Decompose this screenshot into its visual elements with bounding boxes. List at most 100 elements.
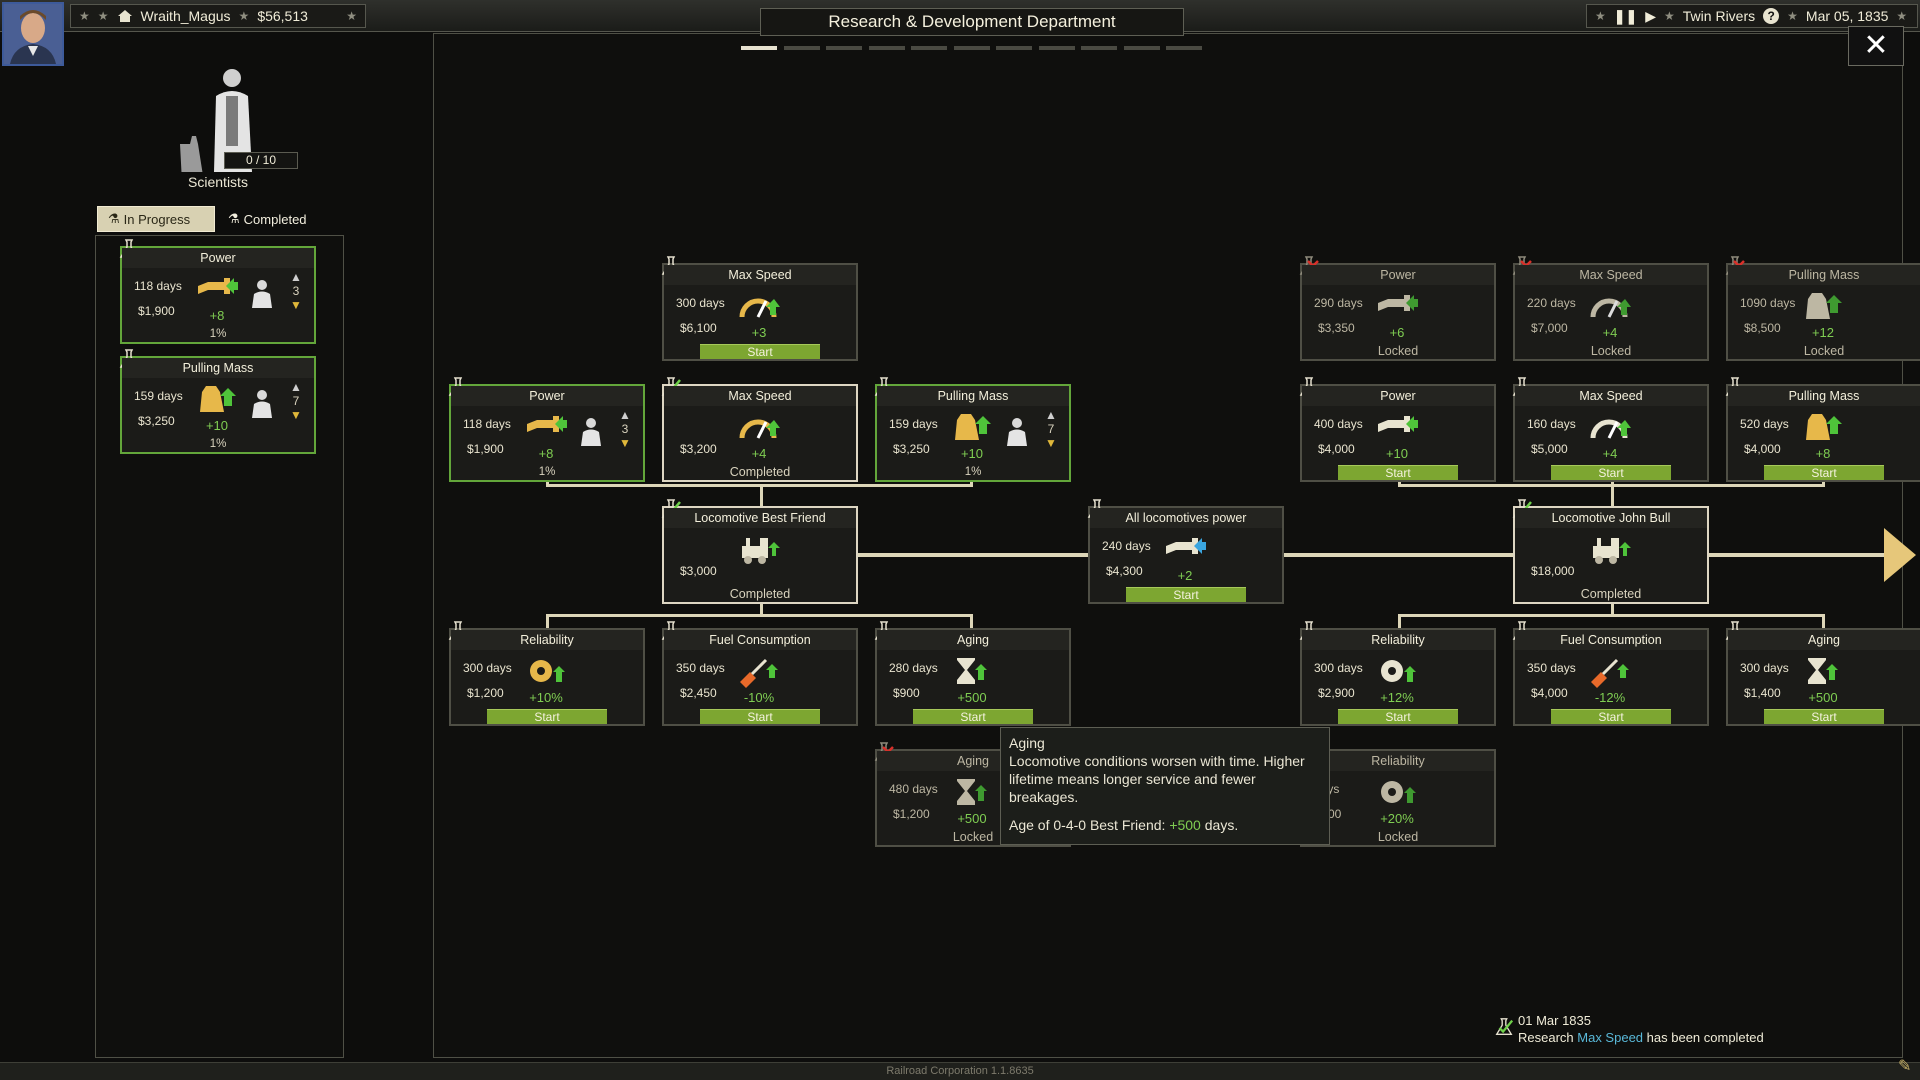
priority-control[interactable]: ▲7▼ (286, 380, 306, 422)
arrow-down-icon[interactable]: ▼ (619, 436, 631, 450)
arrow-down-icon[interactable]: ▼ (1045, 436, 1057, 450)
queue-card-power[interactable]: Power 118 days $1,900 +8 ▲3▼ 1% (119, 239, 316, 344)
start-button[interactable]: Start (1126, 587, 1246, 602)
page-indicator[interactable] (1039, 46, 1075, 50)
card-status: Locked (1377, 830, 1419, 844)
start-button[interactable]: Start (1338, 465, 1458, 480)
research-card-max-speed-locked[interactable]: Max Speed 220 days $7,000 +4 Locked (1512, 256, 1709, 361)
priority-value: 7 (292, 394, 300, 408)
card-value: +8 (538, 446, 554, 461)
research-card-all-locomotives-power[interactable]: All locomotives power 240 days $4,300 +2… (1087, 499, 1284, 604)
notification-link[interactable]: Max Speed (1577, 1030, 1644, 1045)
start-button[interactable]: Start (1551, 709, 1671, 724)
card-title: Max Speed (1515, 265, 1707, 285)
research-card-power[interactable]: Power 400 days $4,000 +10 Start (1299, 377, 1496, 482)
card-title: Reliability (1302, 630, 1494, 650)
research-card-max-speed[interactable]: Max Speed 160 days $5,000 +4 Start (1512, 377, 1709, 482)
player-avatar[interactable] (2, 2, 64, 66)
start-button[interactable]: Start (487, 709, 607, 724)
notes-icon[interactable]: ✎ (1898, 1058, 1912, 1075)
card-progress: 1% (538, 466, 556, 478)
page-indicator[interactable] (826, 46, 862, 50)
card-cost: $3,350 (1318, 321, 1355, 335)
page-indicator-active[interactable] (741, 46, 777, 50)
page-indicator[interactable] (954, 46, 990, 50)
research-card-pulling-mass[interactable]: Pulling Mass 520 days $4,000 +8 Start (1725, 377, 1920, 482)
research-card-aging[interactable]: Aging 300 days $1,400 +500 Start (1725, 621, 1920, 726)
play-icon[interactable]: ▶ (1645, 7, 1657, 24)
research-card-pulling-mass-locked[interactable]: Pulling Mass 1090 days $8,500 +12 Locked (1725, 256, 1920, 361)
power-icon (1378, 295, 1418, 311)
card-title: Locomotive Best Friend (664, 508, 856, 528)
start-button[interactable]: Start (1551, 465, 1671, 480)
page-indicator[interactable] (1166, 46, 1202, 50)
tab-in-progress[interactable]: ⚗ In Progress (97, 206, 215, 232)
research-card-fuel-consumption[interactable]: Fuel Consumption 350 days $4,000 -12% St… (1512, 621, 1709, 726)
page-indicator[interactable] (784, 46, 820, 50)
tree-connector (546, 478, 549, 487)
help-icon[interactable]: ? (1763, 8, 1780, 24)
start-button[interactable]: Start (700, 709, 820, 724)
card-status: Locked (1590, 344, 1632, 358)
card-days: 1090 days (1740, 296, 1796, 310)
card-cost: $4,300 (1106, 564, 1143, 578)
tooltip-description: Locomotive conditions worsen with time. … (1009, 753, 1305, 805)
card-cost: $3,250 (893, 442, 930, 456)
home-icon[interactable] (117, 9, 133, 23)
priority-value: 3 (292, 284, 300, 298)
research-card-fuel-consumption[interactable]: Fuel Consumption 350 days $2,450 -10% St… (661, 621, 858, 726)
start-button[interactable]: Start (1764, 465, 1884, 480)
research-card-power[interactable]: Power 118 days $1,900 +8 ▲3▼ 1% (448, 377, 645, 482)
research-card-aging[interactable]: Aging 280 days $900 +500 Start (874, 621, 1071, 726)
arrow-up-icon[interactable]: ▲ (290, 270, 302, 284)
arrow-up-icon[interactable]: ▲ (290, 380, 302, 394)
card-title: Aging (877, 630, 1069, 650)
research-card-pulling-mass[interactable]: Pulling Mass 159 days $3,250 +10 ▲7▼ 1% (874, 377, 1071, 482)
card-value: +10 (1385, 446, 1409, 461)
page-indicator[interactable] (996, 46, 1032, 50)
research-card-reliability[interactable]: Reliability 300 days $2,900 +12% Start (1299, 621, 1496, 726)
arrow-up-icon[interactable]: ▲ (1045, 408, 1057, 422)
research-card-power-locked[interactable]: Power 290 days $3,350 +6 Locked (1299, 256, 1496, 361)
next-page-arrow-icon[interactable] (1884, 528, 1916, 582)
card-title: Max Speed (664, 386, 856, 406)
research-card-locomotive-john-bull[interactable]: Locomotive John Bull $18,000 Completed (1512, 499, 1709, 604)
card-value: +2 (1177, 568, 1193, 583)
card-days: 159 days (889, 417, 938, 431)
start-button[interactable]: Start (913, 709, 1033, 724)
research-card-max-speed[interactable]: Max Speed $3,200 +4 Completed (661, 377, 858, 482)
speedometer-icon (739, 419, 780, 439)
card-cost: $3,200 (680, 442, 717, 456)
priority-control[interactable]: ▲3▼ (286, 270, 306, 312)
notification-suffix: has been completed (1646, 1030, 1764, 1045)
player-hud: ★ ★ Wraith_Magus ★ $56,513 ★ (70, 4, 366, 28)
arrow-down-icon[interactable]: ▼ (290, 408, 302, 422)
research-card-reliability-locked[interactable]: Reliability days ,000 +20% Locked (1300, 749, 1496, 847)
page-indicator[interactable] (911, 46, 947, 50)
tooltip-stat-suffix: days. (1204, 817, 1239, 833)
card-cost: $1,200 (893, 807, 930, 821)
pause-icon[interactable]: ❚❚ (1613, 7, 1638, 24)
arrow-up-icon[interactable]: ▲ (619, 408, 631, 422)
page-indicator[interactable] (1124, 46, 1160, 50)
arrow-down-icon[interactable]: ▼ (290, 298, 302, 312)
start-button[interactable]: Start (1764, 709, 1884, 724)
start-button[interactable]: Start (700, 344, 820, 359)
priority-control[interactable]: ▲3▼ (615, 408, 635, 450)
research-card-reliability[interactable]: Reliability 300 days $1,200 +10% Start (448, 621, 645, 726)
notification[interactable]: 01 Mar 1835 Research Max Speed has been … (1518, 1012, 1764, 1046)
queue-card-pulling-mass[interactable]: Pulling Mass 159 days $3,250 +10 ▲7▼ 1% (119, 349, 316, 454)
research-card-max-speed[interactable]: Max Speed 300 days $6,100 +3 Start (661, 256, 858, 361)
card-progress: 1% (209, 438, 227, 450)
priority-control[interactable]: ▲7▼ (1041, 408, 1061, 450)
start-button[interactable]: Start (1338, 709, 1458, 724)
card-days: 350 days (676, 661, 725, 675)
city-name[interactable]: Twin Rivers (1682, 8, 1756, 24)
gear-icon (1381, 781, 1416, 803)
close-button[interactable]: ✕ (1848, 26, 1904, 66)
tab-completed[interactable]: ⚗ Completed (218, 206, 338, 232)
page-indicator[interactable] (869, 46, 905, 50)
research-card-locomotive-best-friend[interactable]: Locomotive Best Friend $3,000 Completed (661, 499, 858, 604)
priority-value: 7 (1047, 422, 1055, 436)
page-indicator[interactable] (1081, 46, 1117, 50)
